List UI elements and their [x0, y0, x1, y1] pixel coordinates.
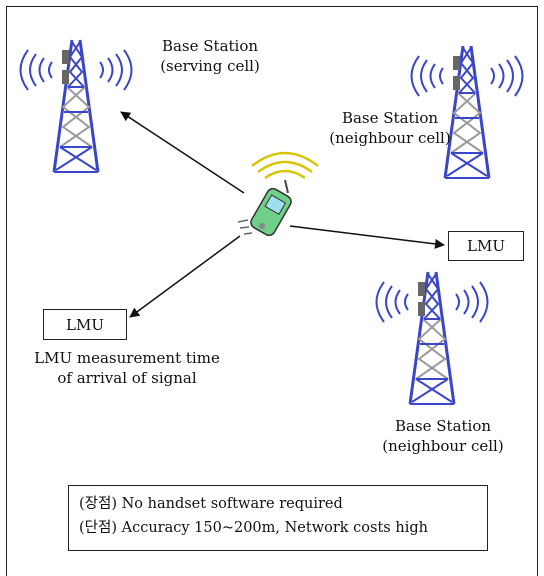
serving-cell-label: Base Station (serving cell): [160, 37, 260, 75]
neighbour-cell-top-label: Base Station (neighbour cell): [329, 109, 451, 147]
tower-neighbour-cell-bottom-icon: [375, 270, 489, 406]
pros-cons-note: (장점) No handset software required (단점) A…: [68, 485, 488, 551]
lmu-box-right: LMU: [448, 231, 524, 261]
mobile-phone-icon: [237, 151, 319, 237]
tower-serving-cell-icon: [19, 38, 133, 174]
arrow-to-serving-cell: [120, 111, 245, 194]
arrow-to-lmu-right: [289, 225, 445, 249]
lmu-box-left: LMU: [43, 309, 127, 340]
pros-line: (장점) No handset software required: [79, 496, 343, 512]
neighbour-cell-bottom-label: Base Station (neighbour cell): [382, 417, 504, 455]
lmu-caption: LMU measurement time of arrival of signa…: [34, 349, 220, 387]
diagram-frame: [6, 6, 538, 576]
cons-line: (단점) Accuracy 150~200m, Network costs hi…: [79, 520, 428, 536]
arrow-to-lmu-left: [129, 235, 241, 318]
